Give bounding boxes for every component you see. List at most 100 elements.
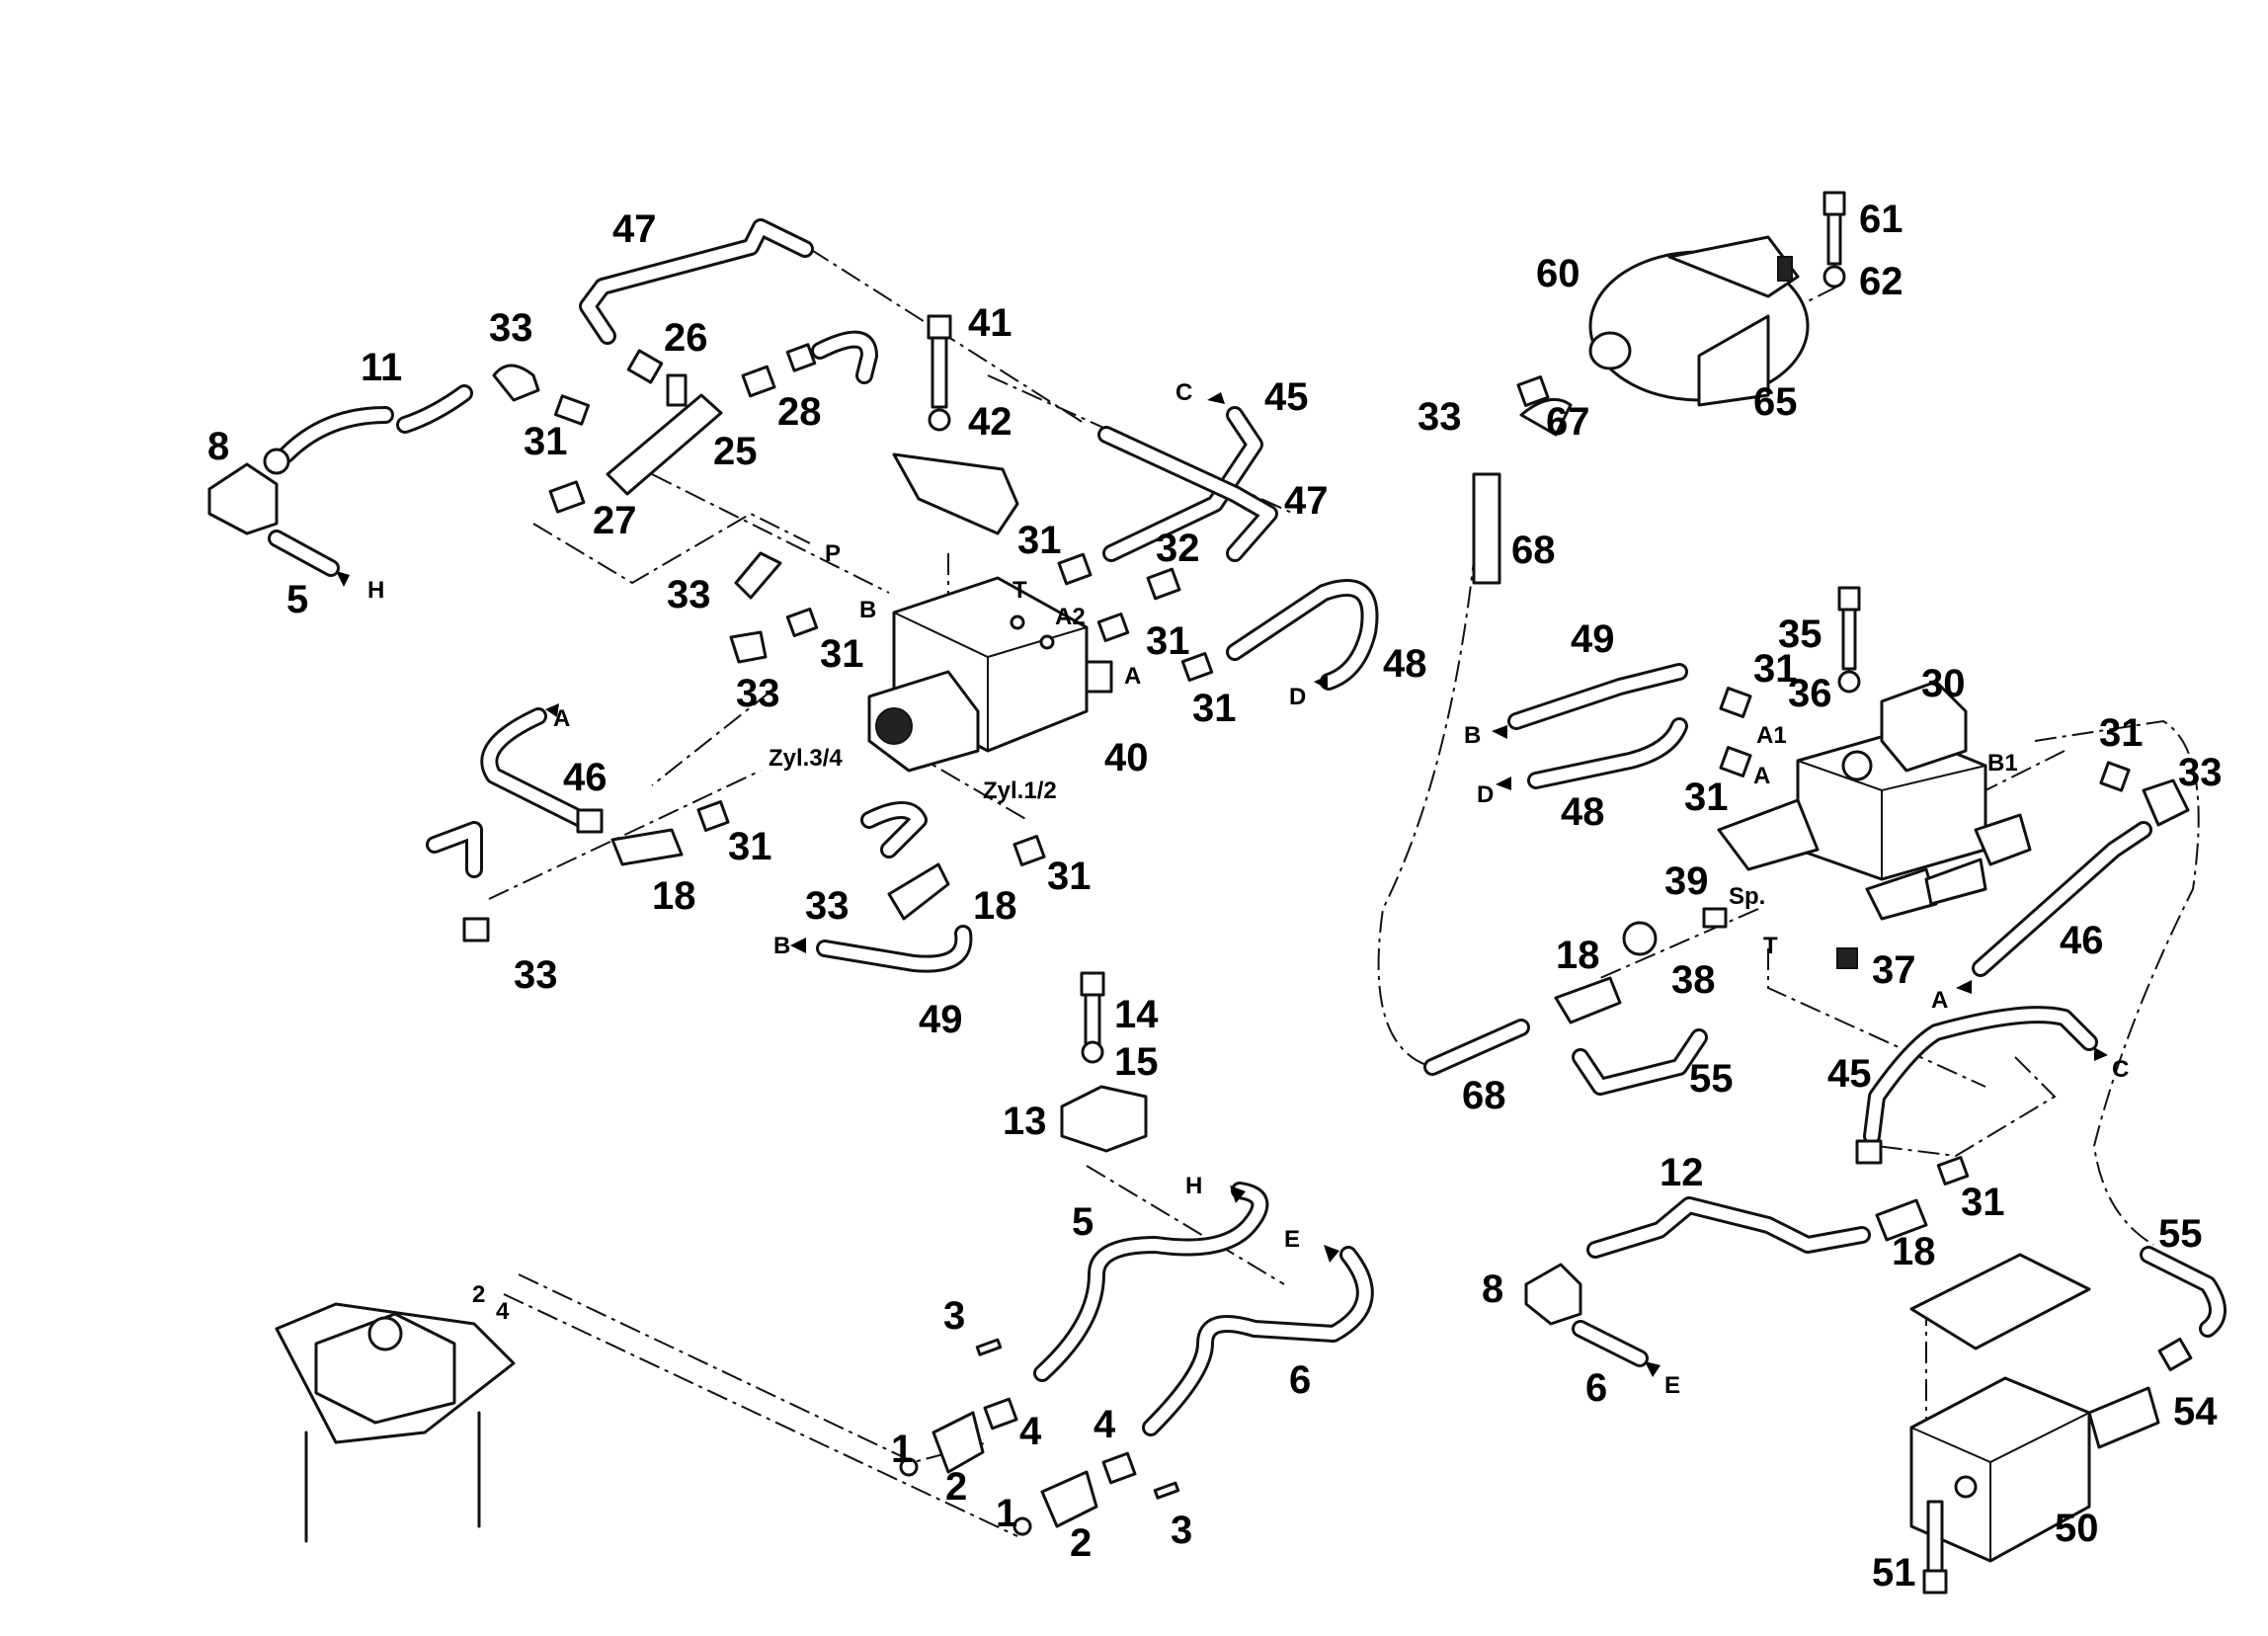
- pipe-12: [1586, 1155, 1970, 1259]
- port-label-a2: A2: [1055, 604, 1086, 630]
- bolt-41: [927, 314, 952, 432]
- port-label-b1: B1: [1987, 750, 2018, 777]
- callout-26: 26: [664, 316, 708, 360]
- port-label-a: A: [553, 705, 570, 732]
- callout-25: 25: [713, 430, 758, 473]
- callout-3: 3: [943, 1294, 965, 1338]
- callout-31: 31: [1047, 855, 1092, 898]
- bolt-61: [1822, 191, 1846, 288]
- callout-11: 11: [361, 346, 402, 389]
- callout-62: 62: [1859, 260, 1904, 303]
- callout-47: 47: [1284, 479, 1329, 523]
- callout-31: 31: [728, 825, 772, 868]
- tee-18-left: [426, 800, 730, 942]
- callout-18: 18: [652, 874, 696, 918]
- valve-block-40: [867, 576, 1113, 773]
- callout-2: 2: [945, 1465, 967, 1509]
- pipe-46-right: [1956, 761, 2190, 994]
- callout-3: 3: [1171, 1509, 1192, 1552]
- callout-4: 4: [1019, 1410, 1042, 1453]
- callout-65: 65: [1753, 380, 1798, 424]
- callout-45: 45: [1264, 375, 1309, 419]
- callout-2: 2: [472, 1281, 485, 1308]
- port-label-b: B: [773, 933, 790, 959]
- callout-40: 40: [1104, 736, 1149, 779]
- callout-67: 67: [1546, 400, 1590, 444]
- valve-block-30: [1717, 680, 2032, 921]
- callout-31: 31: [1146, 619, 1190, 663]
- port-label-h: H: [1185, 1173, 1202, 1199]
- hose-47-upper: [579, 218, 814, 345]
- callout-33: 33: [514, 953, 558, 997]
- hose-55-right: [2140, 1246, 2227, 1372]
- pipes-5-6: [1033, 1182, 1374, 1436]
- fitting-33-top: [492, 364, 591, 426]
- callout-14: 14: [1114, 993, 1159, 1036]
- port-label-a: A: [1124, 663, 1141, 690]
- callout-33: 33: [1418, 395, 1462, 439]
- callout-68: 68: [1462, 1074, 1506, 1117]
- hose-11: [278, 384, 473, 463]
- callout-13: 13: [1003, 1100, 1047, 1143]
- callout-27: 27: [593, 499, 637, 542]
- port-label-c: C: [2112, 1056, 2129, 1083]
- port-label-t: T: [1012, 577, 1027, 604]
- fittings-31-cluster: [785, 552, 1214, 683]
- callout-51: 51: [1872, 1551, 1916, 1595]
- callout-1: 1: [891, 1428, 913, 1471]
- port-label-e: E: [1284, 1226, 1300, 1253]
- callout-12: 12: [1660, 1151, 1704, 1194]
- flanges-1-2: [899, 1338, 1180, 1536]
- callout-38: 38: [1671, 958, 1716, 1002]
- port-label-h: H: [367, 577, 384, 604]
- tee-25: [548, 373, 723, 514]
- port-label-d: D: [1477, 781, 1494, 808]
- callout-37: 37: [1872, 948, 1916, 992]
- callout-31: 31: [1753, 647, 1798, 691]
- callout-55: 55: [2158, 1212, 2203, 1256]
- callout-31: 31: [1192, 687, 1237, 730]
- port-label-a1: A1: [1756, 722, 1787, 749]
- accumulator-60: [1588, 235, 1810, 407]
- port-label-b: B: [1464, 722, 1481, 749]
- elbow-8-left: [207, 448, 290, 535]
- callout-numbers: 1 1 2 2 2 4 3 3 4 4 5 5 6 6 8 8 11 12 13…: [207, 198, 2223, 1595]
- pipe-45-right: [1855, 1006, 2108, 1165]
- callout-31: 31: [1017, 519, 1062, 562]
- callout-39: 39: [1664, 859, 1709, 903]
- callout-30: 30: [1921, 662, 1966, 705]
- callout-68: 68: [1511, 529, 1556, 572]
- port-label-t: T: [1763, 933, 1778, 959]
- port-label-zyl12: Zyl.1/2: [983, 777, 1057, 804]
- callout-46: 46: [2060, 919, 2104, 962]
- callout-33: 33: [667, 573, 711, 616]
- port-label-c: C: [1175, 379, 1192, 406]
- callout-36: 36: [1788, 672, 1832, 715]
- callout-4: 4: [1094, 1403, 1116, 1446]
- callout-42: 42: [968, 400, 1012, 444]
- callout-31: 31: [524, 420, 568, 463]
- callout-45: 45: [1827, 1052, 1872, 1096]
- callout-18: 18: [973, 884, 1017, 928]
- callout-18: 18: [1556, 934, 1600, 977]
- port-label-d: D: [1289, 684, 1306, 710]
- callout-6: 6: [1585, 1366, 1607, 1410]
- fittings-26-28: [626, 330, 878, 398]
- port-label-p: P: [825, 540, 841, 567]
- callout-46: 46: [563, 756, 608, 799]
- callout-60: 60: [1536, 252, 1580, 295]
- callout-31: 31: [2099, 711, 2144, 755]
- callout-61: 61: [1859, 198, 1904, 241]
- port-label-a: A: [1753, 763, 1770, 789]
- clamp-13: [1060, 1085, 1148, 1153]
- callout-32: 32: [1156, 527, 1200, 570]
- assembly-49-left: [790, 801, 1046, 973]
- callout-47: 47: [612, 207, 657, 251]
- hose-46-left: [480, 703, 604, 834]
- pump-housing: [275, 1302, 516, 1543]
- callout-33: 33: [489, 306, 533, 350]
- callout-15: 15: [1114, 1040, 1159, 1084]
- pipe-5-stub: [268, 530, 350, 587]
- hose-45-47-mid: [1097, 392, 1278, 562]
- callout-31: 31: [1684, 776, 1729, 819]
